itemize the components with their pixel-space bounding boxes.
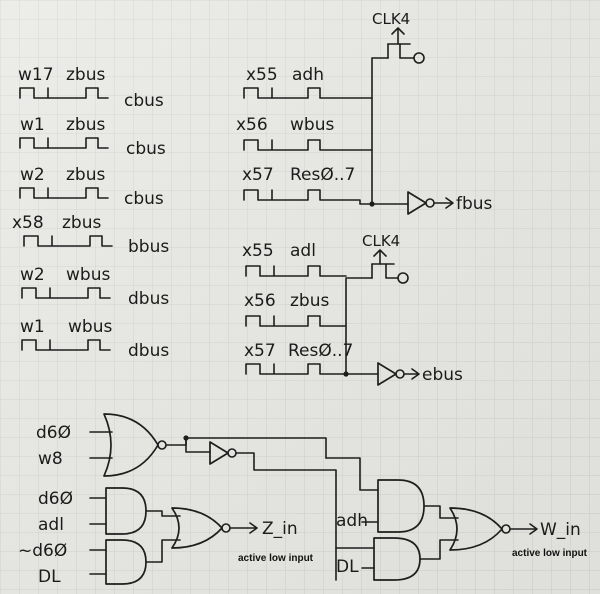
- and2-output: [145, 539, 181, 563]
- clock-line: [371, 57, 389, 205]
- src-label: zbus: [66, 65, 105, 85]
- dst-label: dbus: [128, 289, 169, 309]
- clock-line: [345, 277, 373, 375]
- ctrl-label: w2: [20, 265, 45, 285]
- transfer-gate: [245, 315, 347, 327]
- and1-inputs: [89, 497, 107, 525]
- clock-symbol: [371, 249, 399, 279]
- src-label: adh: [292, 65, 324, 85]
- dst-label: cbus: [126, 139, 166, 159]
- input-label: d6Ø: [36, 423, 71, 443]
- src-label: zbus: [66, 115, 105, 135]
- and34-outputs: [419, 505, 459, 560]
- src-label: wbus: [290, 115, 334, 135]
- output-label-bottom: ebus: [422, 365, 463, 385]
- junction-dot: [369, 201, 375, 207]
- ctrl-label: x57: [242, 165, 274, 185]
- ctrl-label: w1: [20, 115, 45, 135]
- src-label: zbus: [290, 291, 329, 311]
- z-in-label: Z_in: [262, 519, 298, 539]
- transfer-gate: [245, 265, 347, 277]
- transfer-gate: [245, 363, 379, 375]
- input-label: w8: [38, 449, 63, 469]
- output-arrow: [403, 368, 420, 380]
- transfer-gate: [243, 189, 409, 205]
- and3-inputs: [325, 457, 379, 523]
- and2-inputs: [89, 549, 107, 575]
- inverter-input: [185, 437, 211, 453]
- src-label: zbus: [62, 213, 101, 233]
- input-label: DL: [336, 557, 359, 577]
- nor-gate: [103, 413, 159, 477]
- z-output-arrow: [229, 522, 258, 534]
- input-label: adl: [38, 515, 64, 535]
- src-label: ResØ..7: [290, 165, 355, 185]
- ctrl-label: w1: [20, 317, 45, 337]
- transfer-gate: [243, 139, 373, 151]
- output-arrow: [433, 197, 454, 209]
- clock-symbol: [387, 27, 415, 59]
- ctrl-label: x58: [12, 213, 44, 233]
- right-bottom-block: CLK4 x55 adl x56 zbus x57 ResØ..7 ebus: [242, 232, 463, 386]
- ctrl-label: x57: [244, 341, 276, 361]
- and1-output: [145, 510, 181, 517]
- inverter-gate: [209, 441, 229, 465]
- ctrl-label: w17: [18, 65, 54, 85]
- transfer-gate: [19, 187, 109, 199]
- src-label: ResØ..7: [288, 341, 353, 361]
- input-label: ~d6Ø: [18, 541, 67, 561]
- clock-label-bottom: CLK4: [362, 232, 400, 250]
- inverter-output: [235, 452, 337, 581]
- and4-inputs: [335, 547, 375, 569]
- or-gate: [171, 507, 223, 549]
- src-label: wbus: [68, 317, 112, 337]
- left-switch-rows: w17 zbus cbus w1 zbus cbus w2 zbus cbus …: [12, 65, 169, 361]
- output-label-top: fbus: [456, 194, 493, 214]
- w-in-label: W_in: [540, 520, 581, 540]
- input-label: d6Ø: [38, 489, 73, 509]
- transfer-gate: [21, 287, 111, 299]
- dst-label: bbus: [128, 237, 169, 257]
- src-label: zbus: [66, 165, 105, 185]
- transfer-gate: [21, 339, 111, 351]
- transfer-gate: [19, 87, 109, 99]
- input-label: DL: [38, 567, 61, 587]
- ctrl-label: w2: [20, 165, 45, 185]
- z-active-low-note: active low input: [238, 553, 314, 564]
- ctrl-label: x56: [244, 291, 276, 311]
- ctrl-label: x55: [246, 65, 278, 85]
- right-top-block: CLK4 x55 adh x56 wbus x57 ResØ..7 fbus: [236, 10, 493, 215]
- or-gate-w: [449, 507, 503, 551]
- w-output-arrow: [509, 523, 538, 535]
- dst-label: cbus: [124, 91, 164, 111]
- dst-label: cbus: [124, 189, 164, 209]
- input-label: adh: [336, 511, 368, 531]
- buffer-gate-top: [407, 191, 427, 215]
- junction-dot: [343, 371, 349, 377]
- transfer-gate: [19, 137, 109, 149]
- src-label: adl: [290, 241, 316, 261]
- clock-label-top: CLK4: [372, 10, 410, 28]
- dst-label: dbus: [128, 341, 169, 361]
- clock-bubble: [413, 52, 425, 64]
- transfer-gate: [243, 87, 373, 99]
- src-label: wbus: [66, 265, 110, 285]
- transfer-gate: [23, 235, 113, 247]
- ctrl-label: x56: [236, 115, 268, 135]
- nor-inputs: [89, 431, 113, 459]
- ctrl-label: x55: [242, 241, 274, 261]
- w-active-low-note: active low input: [512, 548, 588, 559]
- clock-bubble: [397, 272, 409, 284]
- buffer-gate-bottom: [377, 362, 397, 386]
- logic-section: d6Ø w8 d6Ø adl ~d6Ø DL Z_in active low i…: [18, 413, 588, 587]
